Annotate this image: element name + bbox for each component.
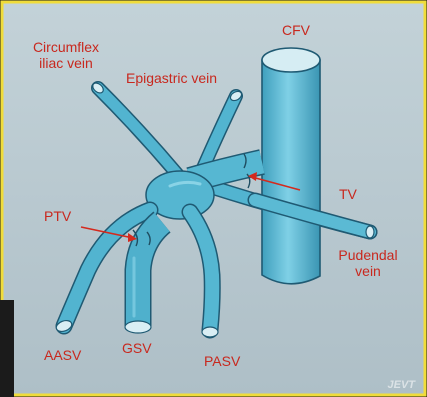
label-aasv: AASV [44,347,81,363]
label-epigastric-vein: Epigastric vein [126,70,217,86]
corner-shadow [0,300,14,397]
label-pudendal-vein: Pudendal vein [330,247,406,279]
cfv-opening [262,48,320,72]
label-pasv: PASV [204,353,240,369]
gsv-end [125,321,151,333]
common-femoral-vein [262,60,320,284]
label-gsv: GSV [122,340,152,356]
journal-watermark: JEVT [387,379,415,391]
label-tv: TV [339,186,357,202]
label-ptv: PTV [44,208,71,224]
pasv-end [202,327,218,337]
label-cfv: CFV [282,22,310,38]
label-circumflex-iliac-vein: Circumflex iliac vein [18,39,114,71]
